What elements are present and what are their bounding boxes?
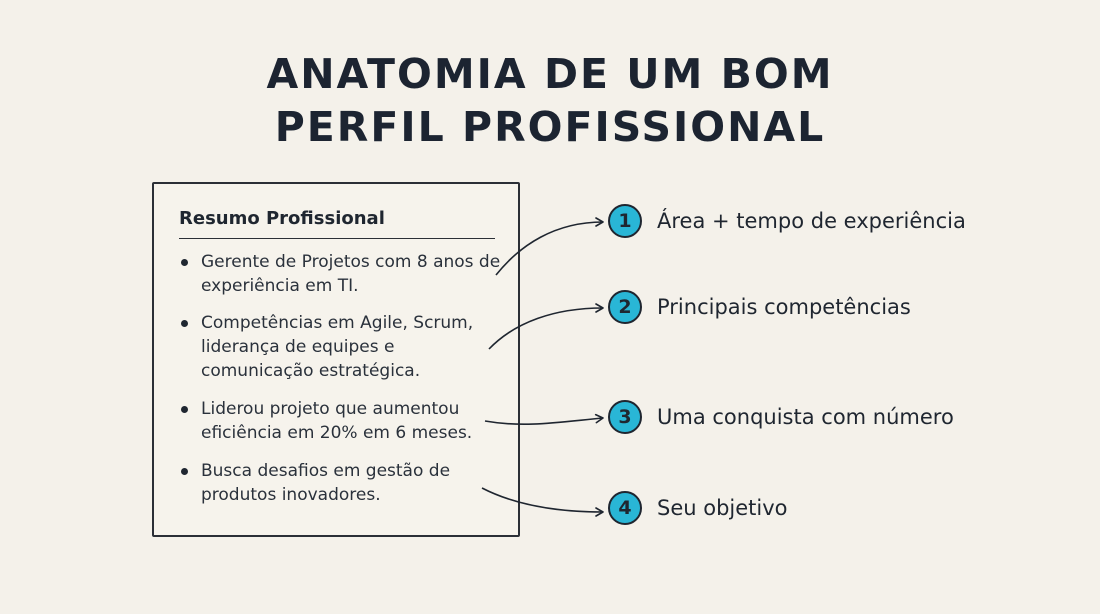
title-line-1: ANATOMIA DE UM BOM — [266, 50, 834, 98]
bullet-list: Gerente de Projetos com 8 anos de experi… — [179, 250, 509, 507]
arrow-3 — [484, 413, 604, 426]
summary-card: Resumo Profissional Gerente de Projetos … — [152, 182, 520, 537]
bullet-item-achievement: Liderou projeto que aumentou eficiência … — [179, 397, 509, 445]
arrow-2 — [488, 303, 604, 350]
title-line-2: PERFIL PROFISSIONAL — [274, 103, 826, 151]
step-badge-3: 3 — [608, 400, 642, 434]
step-badge-4: 4 — [608, 491, 642, 525]
arrow-4 — [481, 487, 604, 517]
step-label-2: Principais competências — [657, 295, 911, 319]
step-label-4: Seu objetivo — [657, 496, 788, 520]
step-label-1: Área + tempo de experiência — [657, 209, 966, 233]
card-heading: Resumo Profissional — [179, 208, 385, 229]
step-badge-2: 2 — [608, 290, 642, 324]
step-label-3: Uma conquista com número — [657, 405, 954, 429]
arrow-1 — [495, 217, 604, 276]
bullet-item-objective: Busca desafios em gestão de produtos ino… — [179, 459, 509, 507]
bullet-item-experience: Gerente de Projetos com 8 anos de experi… — [179, 250, 509, 298]
step-3: 3 Uma conquista com número — [608, 400, 954, 434]
step-1: 1 Área + tempo de experiência — [608, 204, 966, 238]
page-title: ANATOMIA DE UM BOM PERFIL PROFISSIONAL — [0, 48, 1100, 154]
step-2: 2 Principais competências — [608, 290, 911, 324]
step-4: 4 Seu objetivo — [608, 491, 788, 525]
bullet-item-skills: Competências em Agile, Scrum, liderança … — [179, 311, 509, 383]
card-divider — [179, 238, 495, 239]
step-badge-1: 1 — [608, 204, 642, 238]
